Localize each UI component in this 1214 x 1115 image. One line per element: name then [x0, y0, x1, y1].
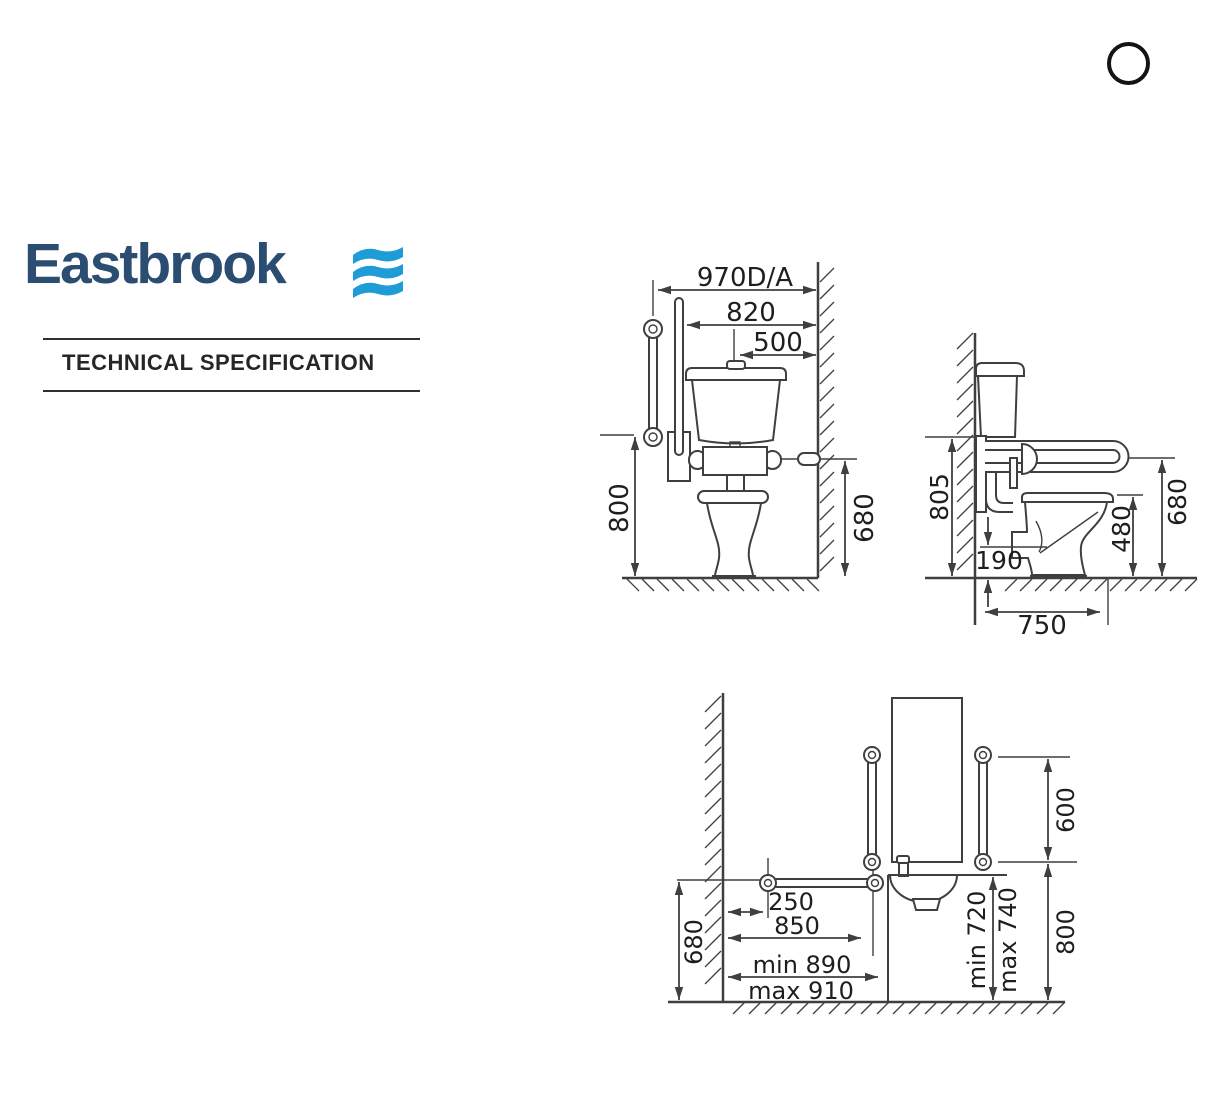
toilet-side: [925, 362, 1175, 625]
foldup-rail-outer: [985, 440, 1130, 473]
wall-hatch: [956, 332, 974, 571]
dim-970-label: 970D/A: [697, 263, 793, 293]
cistern-lid: [685, 367, 787, 381]
side-structure: [925, 332, 1198, 625]
side-elevation-diagram: 805 190 480 680 750: [925, 332, 1198, 641]
bowl-curve: [1035, 520, 1043, 553]
grab-rail-flange: [759, 874, 777, 892]
rail-wall-plate: [975, 435, 987, 513]
dim-805-label: 805: [925, 473, 954, 521]
mirror: [891, 697, 963, 863]
grab-rail-flange: [974, 853, 992, 871]
dim-190-label: 190: [975, 546, 1023, 575]
dim-750-label: 750: [1017, 611, 1067, 641]
dim-600-label: 600: [1052, 787, 1080, 833]
dim-680-label: 680: [850, 493, 880, 543]
floor-hatch: [626, 578, 820, 592]
dim-500: 500: [740, 328, 816, 360]
dim-850: 850: [728, 912, 861, 943]
wall-hatch: [819, 267, 835, 572]
dim-820: 820: [687, 298, 816, 330]
title-divider-top: [43, 338, 420, 340]
dim-190: 190: [975, 517, 1023, 607]
seat-side: [1021, 492, 1114, 503]
title-divider-bottom: [43, 390, 420, 392]
flush-pipe: [985, 470, 1013, 513]
dim-min890-label: min 890: [753, 951, 852, 979]
toilet-seat: [697, 490, 769, 504]
dim-680-side-label: 680: [1163, 478, 1192, 526]
dim-850-label: 850: [774, 912, 820, 940]
basin-fixtures: [759, 697, 1007, 1002]
dim-min720-label: min 720: [963, 891, 991, 990]
toilet-pedestal: [705, 502, 763, 577]
cistern-body-side: [976, 375, 1019, 438]
dim-max740-label: max 740: [994, 887, 1022, 993]
dim-820-label: 820: [726, 298, 776, 328]
dim-680-basin: 680: [674, 882, 708, 1000]
dim-600: 600: [1043, 759, 1080, 860]
dim-250: 250: [728, 888, 814, 917]
section-title: TECHNICAL SPECIFICATION: [62, 350, 375, 375]
dim-480: 480: [1107, 497, 1138, 576]
wave-icon: [353, 247, 403, 298]
dim-800-basin: 800: [1043, 864, 1080, 1000]
flush-button: [726, 360, 746, 370]
dim-250-label: 250: [768, 888, 814, 916]
tap: [896, 855, 910, 864]
dim-720-740: min 720 max 740: [963, 877, 1022, 1000]
cistern-body: [690, 379, 782, 445]
wall-hatch: [704, 695, 722, 985]
flush-pipe: [995, 470, 1013, 504]
dim-800-basin-label: 800: [1052, 909, 1080, 955]
seat-box: [702, 446, 768, 476]
floor-hatch: [1004, 578, 1198, 592]
hinge-knuckle: [1021, 442, 1038, 476]
dim-800-label: 800: [605, 483, 635, 533]
basin-bowl: [889, 874, 958, 903]
grab-rail-flange: [863, 853, 881, 871]
floor-hatch: [732, 1001, 1066, 1015]
foldup-rail-inner: [985, 449, 1121, 464]
basin-elevation-diagram: 250 850 min 890 max 910 680 min 720 max: [668, 693, 1080, 1015]
dim-680: 680: [840, 461, 880, 576]
dim-750: 750: [985, 607, 1100, 641]
toilet-front: [643, 297, 821, 578]
dim-805: 805: [925, 439, 957, 576]
dim-480-label: 480: [1107, 505, 1136, 553]
dim-800: 800: [605, 437, 640, 576]
front-elevation-diagram: 970D/A 820 500 800 680: [600, 262, 880, 592]
hinge-pin: [1009, 457, 1018, 489]
dim-680-side: 680: [1157, 460, 1192, 576]
bowl-line: [1039, 511, 1099, 554]
eastbrook-logo-text: Eastbrook: [24, 232, 287, 296]
grab-rail-flange: [866, 874, 884, 892]
basin-waste-notch: [911, 898, 942, 911]
grab-rail-flange: [974, 746, 992, 764]
wall-rail-capsule: [797, 452, 821, 466]
dim-970: 970D/A: [658, 263, 816, 295]
dim-500-label: 500: [753, 328, 803, 358]
dim-890-910: min 890 max 910: [728, 951, 878, 1005]
dim-680-basin-label: 680: [680, 919, 708, 965]
grab-rail-flange: [863, 746, 881, 764]
dim-max910-label: max 910: [748, 977, 854, 1005]
grab-rail-flange: [643, 427, 663, 447]
circle-button[interactable]: [1107, 42, 1150, 85]
grab-rail-flange: [643, 319, 663, 339]
cistern-lid-side: [975, 362, 1025, 377]
stowed-dropdown-rail: [674, 297, 684, 456]
